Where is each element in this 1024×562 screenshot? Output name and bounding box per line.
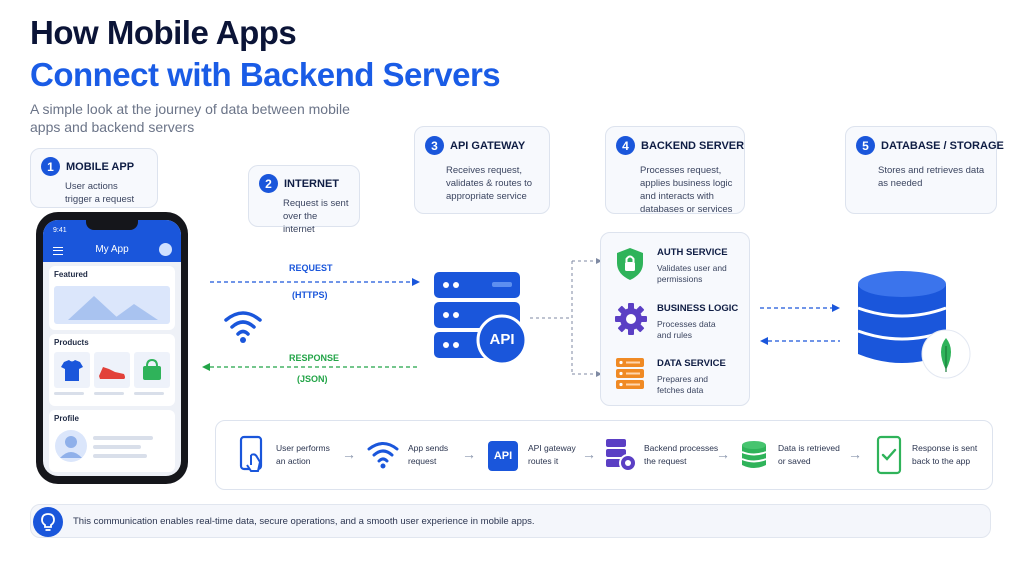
service-title: AUTH SERVICE <box>657 247 728 258</box>
step-title: DATABASE / STORAGE <box>881 139 1004 152</box>
response-label: RESPONSE <box>289 353 340 363</box>
arrow-right-icon: → <box>582 446 596 462</box>
step-description: Receives request, validates & routes to … <box>446 165 533 202</box>
phone-notch <box>86 218 138 230</box>
process-step-text: Backend processes the request <box>644 443 719 466</box>
user-avatar-icon <box>159 243 172 256</box>
shield-lock-icon <box>617 248 643 280</box>
step-title: API GATEWAY <box>450 139 526 152</box>
footer-text: This communication enables real-time dat… <box>73 516 535 527</box>
arrow-right-icon: → <box>716 446 730 462</box>
db-request-arrow <box>760 304 840 312</box>
server-gear-icon <box>606 439 637 472</box>
profile-section: Profile <box>49 410 175 472</box>
step-number: 2 <box>259 174 278 193</box>
arrow-right-icon: → <box>462 446 476 462</box>
page-title: How Mobile Apps <box>30 14 297 51</box>
step-description: Stores and retrieves data as needed <box>878 165 985 189</box>
footer-note: This communication enables real-time dat… <box>30 504 991 538</box>
step-description: Processes request, applies business logi… <box>640 165 733 215</box>
service-description: Prepares and fetches data <box>657 374 709 395</box>
phone-check-icon <box>876 435 902 475</box>
products-section: Products <box>49 334 175 406</box>
step-card-internet: 2 INTERNET Request is sent over the inter… <box>248 165 360 235</box>
service-description: Processes data and rules <box>657 319 716 340</box>
process-step-text: Response is sent back to the app <box>912 443 978 466</box>
process-strip: User performs an action → App sends requ… <box>215 420 993 490</box>
data-server-icon <box>616 358 644 389</box>
request-protocol-label: (HTTPS) <box>292 290 328 300</box>
process-step-text: App sends request <box>408 443 449 466</box>
page-title-highlight: Connect with Backend Servers <box>30 56 501 93</box>
request-label: REQUEST <box>289 263 333 273</box>
wifi-icon <box>224 311 262 343</box>
app-title: My App <box>95 244 129 255</box>
service-description: Validates user and permissions <box>657 263 727 284</box>
step-number: 5 <box>856 136 875 155</box>
step-title: BACKEND SERVER <box>641 139 745 152</box>
product-bag-icon <box>134 352 170 388</box>
lightbulb-icon <box>33 507 63 537</box>
featured-image-icon <box>54 286 170 324</box>
wifi-icon <box>367 442 399 469</box>
database-icon <box>741 441 767 468</box>
section-label: Profile <box>54 414 79 423</box>
response-protocol-label: (JSON) <box>297 374 328 384</box>
step-card-api-gateway: 3 API GATEWAY Receives request, validates… <box>414 126 550 214</box>
phone-screen: 9:41 My App Featured Products P <box>43 220 181 476</box>
backend-services-card: AUTH SERVICE Validates user and permissi… <box>600 232 750 406</box>
api-server-icon <box>434 272 528 364</box>
section-label: Featured <box>54 270 88 279</box>
product-shoe-icon <box>94 352 130 388</box>
gear-icon <box>615 303 647 335</box>
process-step-text: User performs an action <box>276 443 330 466</box>
api-icon: API <box>488 441 518 471</box>
status-time: 9:41 <box>53 227 67 234</box>
step-description: User actions trigger a request <box>65 181 135 205</box>
response-arrow <box>202 363 418 371</box>
product-shirt-icon <box>54 352 90 388</box>
section-label: Products <box>54 338 89 347</box>
lightbulb-icon-glyph <box>41 513 55 531</box>
step-card-backend-server: 4 BACKEND SERVER Processes request, appli… <box>605 126 745 215</box>
service-title: DATA SERVICE <box>657 358 726 369</box>
database-icon <box>857 271 971 379</box>
phone-tap-icon <box>239 435 263 472</box>
menu-icon <box>53 247 63 255</box>
step-number: 1 <box>41 157 60 176</box>
step-description: Request is sent over the internet <box>283 198 349 235</box>
step-title: INTERNET <box>284 177 339 190</box>
arrow-right-icon: → <box>342 446 356 462</box>
process-step-text: Data is retrieved or saved <box>778 443 840 466</box>
page-subtitle: A simple look at the journey of data bet… <box>30 101 350 135</box>
db-response-arrow <box>760 337 840 345</box>
step-card-mobile-app: 1 MOBILE APP User actions trigger a reque… <box>30 148 158 208</box>
profile-avatar-icon <box>55 430 87 462</box>
api-icon-label: API <box>493 450 513 462</box>
step-title: MOBILE APP <box>66 160 135 173</box>
featured-section: Featured <box>49 266 175 330</box>
step-card-database-storage: 5 DATABASE / STORAGE Stores and retrieves… <box>845 126 1004 214</box>
request-arrow <box>210 278 420 286</box>
step-number: 4 <box>616 136 635 155</box>
arrow-right-icon: → <box>848 446 862 462</box>
service-connector <box>530 258 602 377</box>
service-title: BUSINESS LOGIC <box>657 303 739 314</box>
process-step-text: API gateway routes it <box>528 443 576 466</box>
api-badge-label: API <box>489 331 515 348</box>
step-number: 3 <box>425 136 444 155</box>
